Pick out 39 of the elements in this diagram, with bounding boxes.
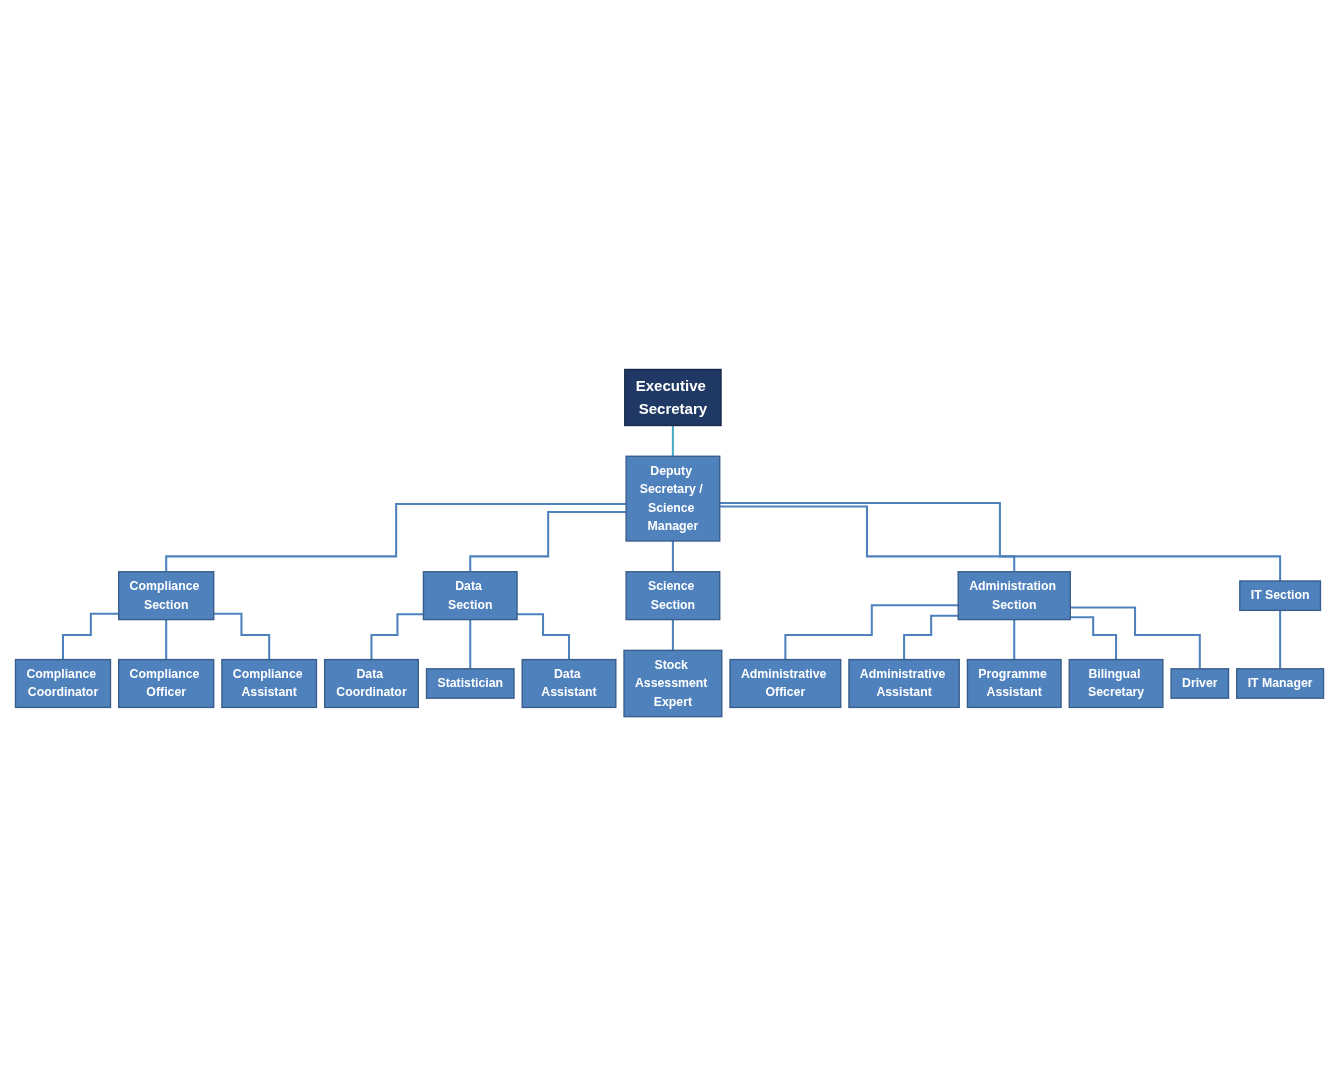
- connector: [370, 613, 424, 661]
- node-box: Programme Assistant: [966, 658, 1062, 709]
- node-box: Compliance Assistant: [221, 658, 318, 709]
- node-box: IT Manager: [1236, 668, 1325, 699]
- connector: [213, 612, 271, 661]
- node-box: Data Assistant: [521, 658, 617, 709]
- connector: [719, 502, 1282, 582]
- connector: [1279, 609, 1282, 670]
- connector: [671, 539, 674, 573]
- connector: [903, 614, 959, 661]
- node-box: Compliance Section: [118, 571, 215, 621]
- connector: [1070, 606, 1201, 670]
- node-box: Administrative Officer: [729, 658, 842, 709]
- node-box: Statistician: [425, 668, 515, 699]
- connector: [61, 612, 119, 661]
- node-box: Science Section: [625, 571, 721, 621]
- connector: [719, 505, 1016, 573]
- node-box: Stock Assessment Expert: [623, 649, 723, 718]
- node-box: Deputy Secretary / Science Manager: [625, 455, 721, 542]
- node-box: Compliance Coordinator: [14, 658, 112, 709]
- connector: [469, 510, 627, 573]
- connector: [469, 618, 472, 670]
- node-box: Executive Secretary: [624, 368, 722, 427]
- node-box: Administration Section: [957, 571, 1071, 621]
- node-box: Compliance Officer: [118, 658, 215, 709]
- node-box: Data Section: [422, 571, 518, 621]
- node-box: Data Coordinator: [323, 658, 419, 709]
- node-box: Administrative Assistant: [848, 658, 960, 709]
- connector: [671, 424, 674, 458]
- connector: [517, 613, 571, 661]
- connector: [165, 618, 168, 661]
- connector: [784, 604, 959, 661]
- node-box: Driver: [1170, 668, 1230, 699]
- node-box: IT Section: [1239, 580, 1322, 611]
- connector: [165, 502, 627, 573]
- node-box: Bilingual Secretary: [1068, 658, 1164, 709]
- connector: [1070, 616, 1118, 661]
- connector: [1013, 618, 1016, 661]
- connector: [671, 618, 674, 652]
